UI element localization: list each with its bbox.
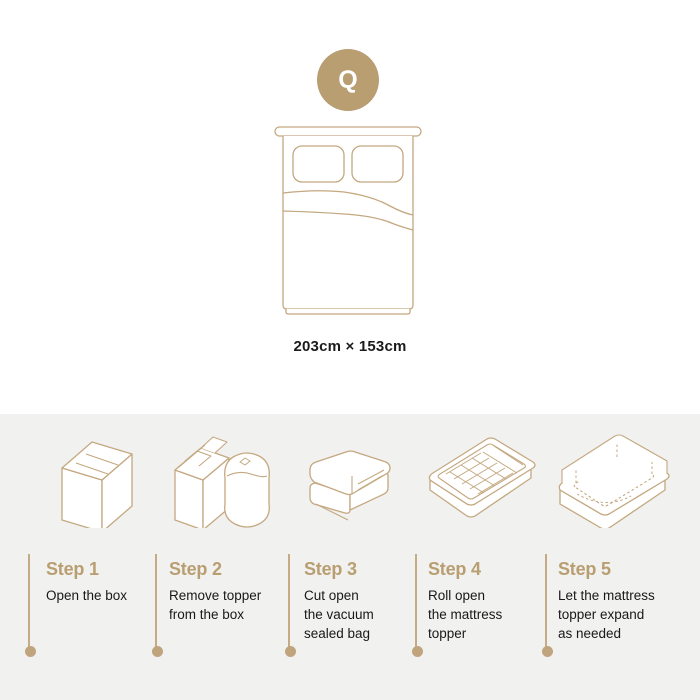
step-timeline-rule-5 — [545, 554, 547, 651]
quilted-mattress-topper-icon — [425, 428, 540, 528]
step-description-2: Remove topper from the box — [169, 587, 262, 622]
step-item-2: Step 2 Remove topper from the box — [152, 414, 291, 700]
step-timeline-rule-2 — [155, 554, 157, 651]
step-text-3: Step 3 Cut open the vacuum sealed bag — [304, 559, 418, 643]
step-title-1: Step 1 — [46, 559, 99, 579]
step-title-5: Step 5 — [558, 559, 611, 579]
step-text-2: Step 2 Remove topper from the box — [169, 559, 291, 624]
expanded-mattress-topper-icon — [555, 428, 675, 528]
step-timeline-rule-3 — [288, 554, 290, 651]
step-description-3: Cut open the vacuum sealed bag — [304, 587, 374, 642]
step-item-3: Step 3 Cut open the vacuum sealed bag — [285, 414, 418, 700]
step-item-4: Step 4 Roll open the mattress topper — [412, 414, 546, 700]
step-text-5: Step 5 Let the mattress topper expand as… — [558, 559, 698, 643]
queen-size-badge: Q — [317, 49, 379, 111]
step-description-5: Let the mattress topper expand as needed — [558, 587, 655, 642]
step-timeline-dot-4 — [412, 646, 423, 657]
bed-dimensions-label: 203cm × 153cm — [293, 338, 407, 355]
step-description-1: Open the box — [46, 587, 128, 603]
steps-row: Step 1 Open the box — [0, 414, 700, 700]
bed-top-view-illustration — [272, 126, 424, 316]
step-item-5: Step 5 Let the mattress topper expand as… — [542, 414, 698, 700]
step-timeline-dot-5 — [542, 646, 553, 657]
step-timeline-dot-1 — [25, 646, 36, 657]
step-text-1: Step 1 Open the box — [46, 559, 158, 605]
step-timeline-dot-3 — [285, 646, 296, 657]
step-item-1: Step 1 Open the box — [25, 414, 158, 700]
step-timeline-rule-1 — [28, 554, 30, 651]
step-timeline-rule-4 — [415, 554, 417, 651]
closed-box-icon — [46, 428, 146, 528]
step-title-3: Step 3 — [304, 559, 357, 579]
folded-mattress-topper-icon — [302, 428, 402, 528]
open-box-with-roll-icon — [167, 428, 279, 528]
step-title-2: Step 2 — [169, 559, 222, 579]
setup-steps-section: Step 1 Open the box — [0, 414, 700, 700]
step-title-4: Step 4 — [428, 559, 481, 579]
bed-size-section: Q 203cm × 153cm — [272, 49, 424, 355]
step-timeline-dot-2 — [152, 646, 163, 657]
step-description-4: Roll open the mattress topper — [428, 587, 503, 642]
step-text-4: Step 4 Roll open the mattress topper — [428, 559, 546, 643]
